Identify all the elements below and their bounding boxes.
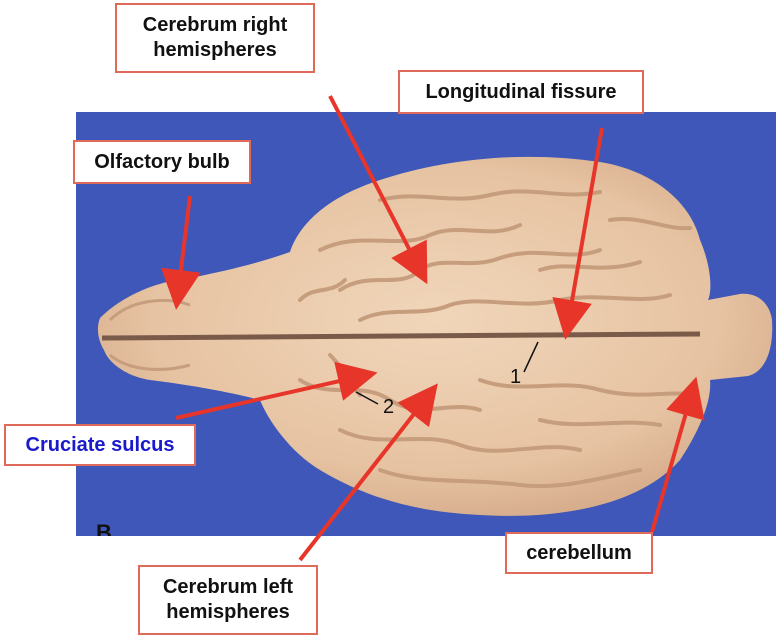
arrow-cerebrum-right bbox=[328, 95, 428, 285]
arrow-cruciate-sulcus bbox=[175, 361, 378, 420]
marker-1-leader bbox=[523, 341, 539, 373]
label-cerebrum-right: Cerebrum right hemispheres bbox=[115, 3, 315, 73]
annotation-arrows bbox=[161, 95, 705, 562]
brain-shape bbox=[97, 156, 773, 516]
marker-2: 2 bbox=[383, 396, 395, 418]
marker-1: 1 bbox=[510, 366, 522, 388]
arrow-cerebellum bbox=[650, 376, 705, 533]
arrow-longitudinal-fissure bbox=[552, 127, 604, 340]
figure-letter: B bbox=[96, 520, 112, 536]
label-longitudinal-fissure: Longitudinal fissure bbox=[398, 70, 644, 114]
arrow-olfactory-bulb bbox=[161, 195, 201, 310]
label-cerebrum-left: Cerebrum left hemispheres bbox=[138, 565, 318, 635]
arrow-cerebrum-left bbox=[298, 383, 438, 562]
label-olfactory-bulb: Olfactory bulb bbox=[73, 140, 251, 184]
label-cruciate-sulcus: Cruciate sulcus bbox=[4, 424, 196, 466]
label-cerebellum: cerebellum bbox=[505, 532, 653, 574]
